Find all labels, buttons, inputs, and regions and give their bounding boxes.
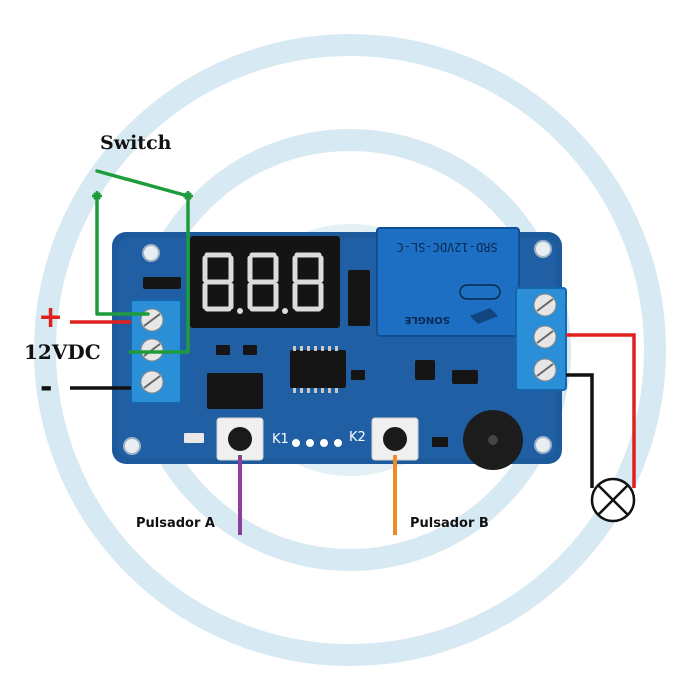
smd-pins [293, 346, 338, 393]
svg-text:SONGLE: SONGLE [404, 314, 450, 325]
switch-wires [95, 169, 190, 354]
negative-label: - [40, 370, 53, 405]
smd-components [143, 270, 478, 447]
relay-component: SRD-12VDC-SL-C SONGLE [376, 227, 520, 337]
header-pins [292, 439, 342, 447]
supply-voltage-label: 12VDC [24, 340, 101, 364]
switch-label: Switch [100, 132, 172, 154]
seven-segment-display [190, 236, 340, 328]
buzzer-component [463, 410, 523, 470]
positive-label: + [38, 300, 64, 335]
svg-text:SRD-12VDC-SL-C: SRD-12VDC-SL-C [396, 240, 497, 254]
relay-module-board: SRD-12VDC-SL-C SONGLE [112, 227, 567, 470]
button-b-label: Pulsador B [410, 516, 489, 531]
button-a-label: Pulsador A [136, 516, 215, 531]
led-indicator [184, 433, 204, 443]
push-button-b [371, 417, 419, 461]
k1-label: K1 [272, 432, 289, 447]
output-terminal-block [515, 287, 567, 391]
lamp-wire-red [566, 333, 636, 488]
k2-label: K2 [349, 430, 366, 445]
switch-terminal-marks [92, 191, 193, 201]
mounting-holes [123, 240, 552, 455]
lamp-icon [590, 477, 636, 523]
lamp-wire-black [566, 373, 594, 488]
push-button-a [216, 417, 264, 461]
